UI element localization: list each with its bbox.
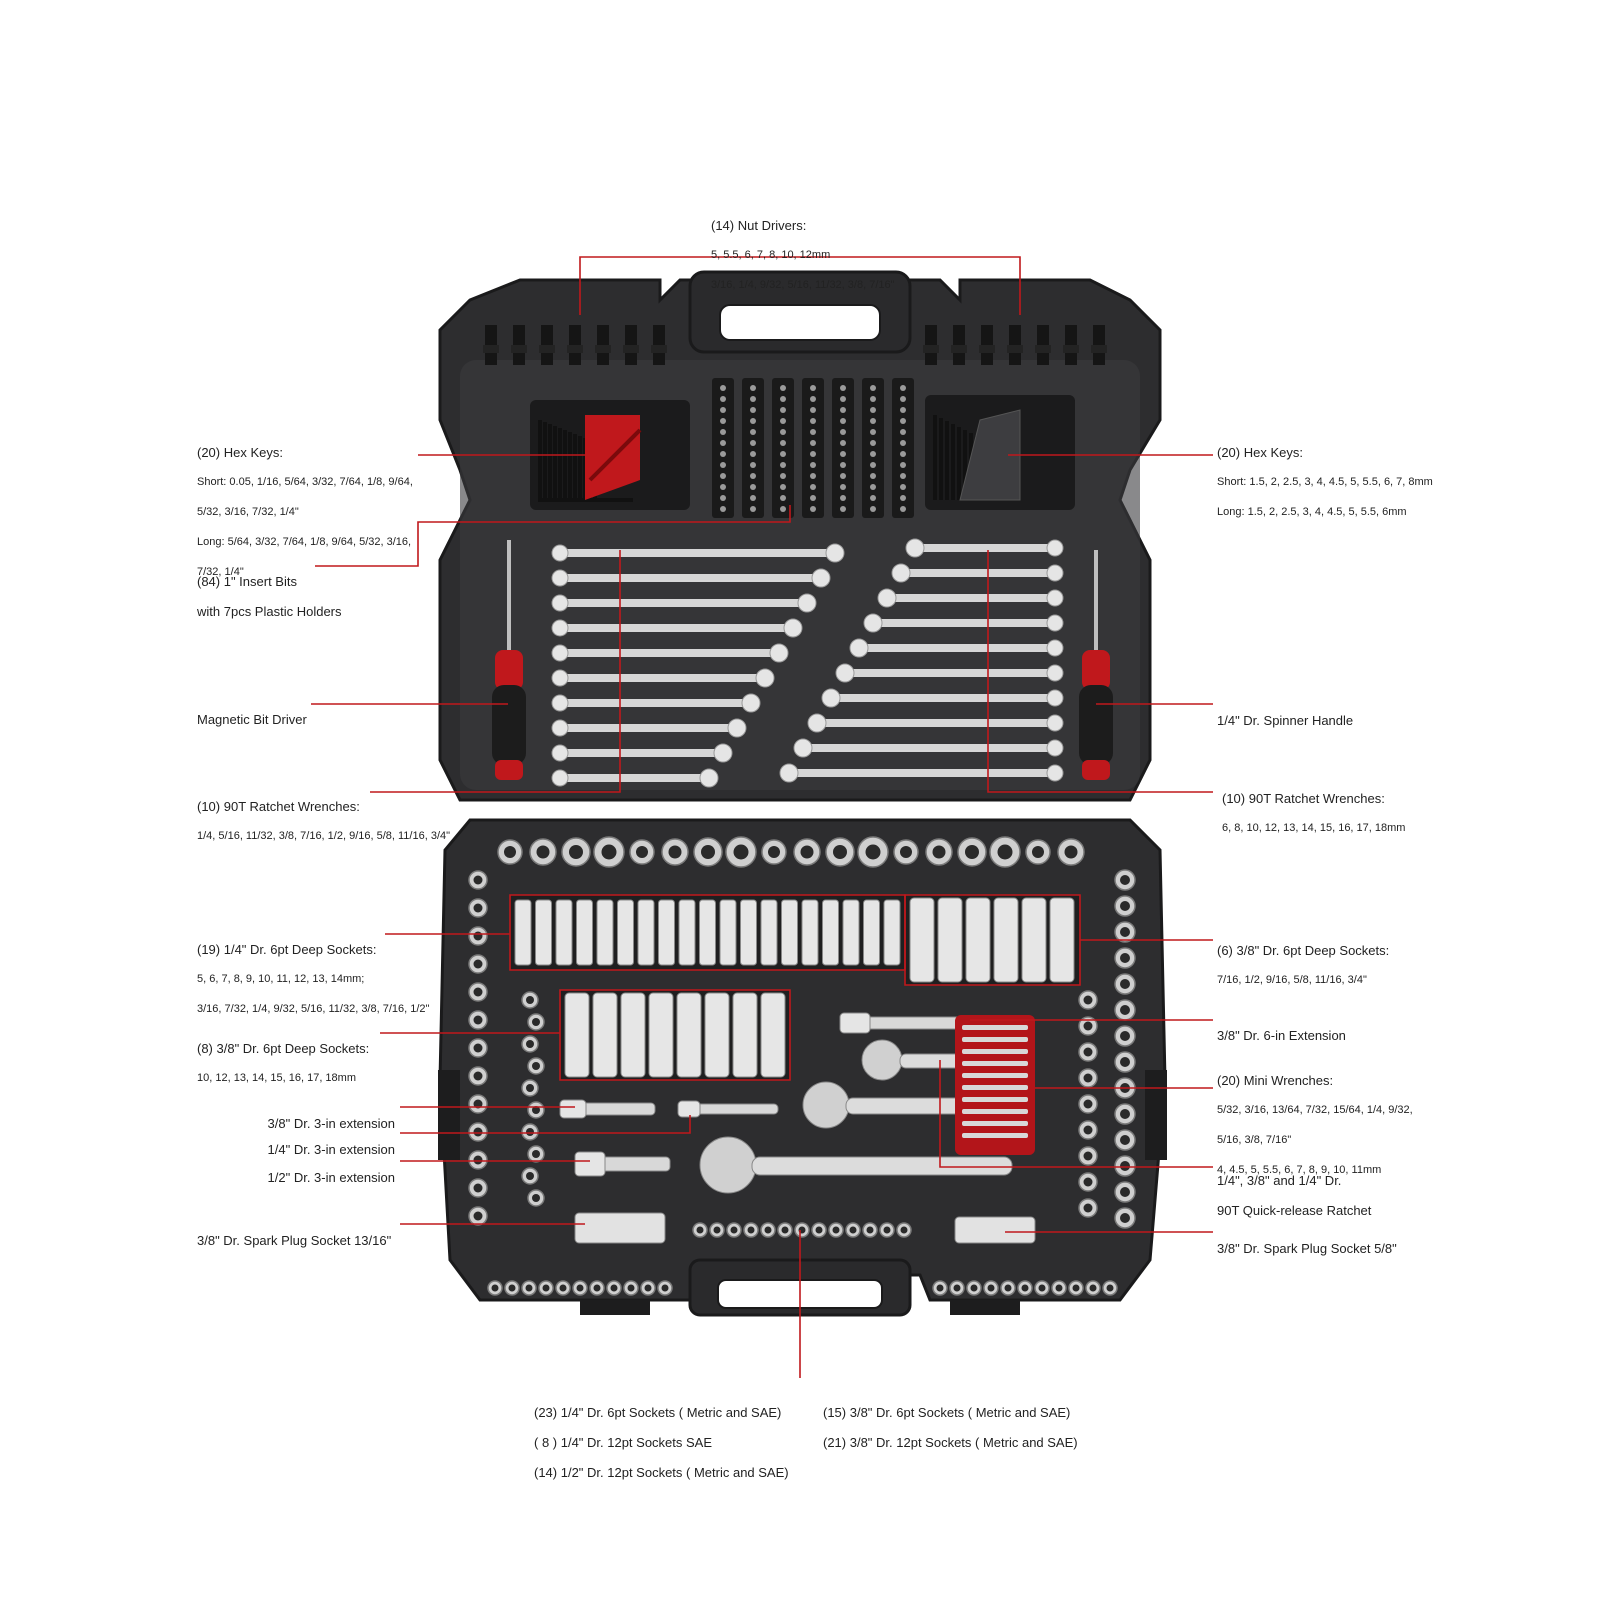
spark-plug-right-label: 3/8" Dr. Spark Plug Socket 5/8": [1217, 1241, 1397, 1256]
spark-plug-left-label: 3/8" Dr. Spark Plug Socket 13/16": [197, 1233, 392, 1248]
ratchet-wrenches-left: [551, 543, 845, 788]
deep-sockets-right-label: (6) 3/8" Dr. 6pt Deep Sockets: 7/16, 1/2…: [1217, 943, 1390, 986]
bit-driver-label: Magnetic Bit Driver: [197, 712, 307, 727]
spark-plug-sockets: [574, 1212, 1036, 1244]
perimeter-sockets: [468, 836, 1136, 1296]
magnetic-bit-driver: [492, 540, 526, 780]
bottom-sockets-right-label: (15) 3/8" Dr. 6pt Sockets ( Metric and S…: [823, 1405, 1078, 1450]
nut-drivers-label: (14) Nut Drivers: 5, 5.5, 6, 7, 8, 10, 1…: [711, 218, 895, 291]
insert-bits-label: (84) 1" Insert Bits with 7pcs Plastic Ho…: [197, 574, 342, 619]
extension-6in-label: 3/8" Dr. 6-in Extension: [1217, 1028, 1346, 1043]
extension-3in-14-label: 1/4" Dr. 3-in extension: [267, 1142, 395, 1157]
bottom-sockets-left-label: (23) 1/4" Dr. 6pt Sockets ( Metric and S…: [534, 1405, 789, 1480]
nut-drivers-left: [483, 325, 667, 365]
extension-3in-38-label: 3/8" Dr. 3-in extension: [267, 1116, 395, 1131]
nut-drivers-right: [923, 325, 1107, 365]
deep-sockets-quarter-label: (19) 1/4" Dr. 6pt Deep Sockets: 5, 6, 7,…: [197, 942, 430, 1015]
deep-sockets-three-eighths-left: [560, 990, 790, 1080]
hex-keys-left: [530, 400, 690, 510]
ratchet-wrenches-right-label: (10) 90T Ratchet Wrenches: 6, 8, 10, 12,…: [1222, 791, 1406, 834]
hex-keys-right: [925, 395, 1075, 510]
mini-wrenches-label: (20) Mini Wrenches: 5/32, 3/16, 13/64, 7…: [1217, 1073, 1413, 1176]
spinner-handle-label: 1/4" Dr. Spinner Handle: [1217, 713, 1354, 728]
deep-sockets-left-label: (8) 3/8" Dr. 6pt Deep Sockets: 10, 12, 1…: [197, 1041, 370, 1084]
hex-keys-right-label: (20) Hex Keys: Short: 1.5, 2, 2.5, 3, 4,…: [1217, 445, 1433, 518]
deep-sockets-quarter: [510, 895, 905, 970]
callout-lines: [311, 256, 1213, 1378]
mini-wrenches: [955, 1015, 1035, 1155]
deep-sockets-three-eighths-right: [905, 895, 1080, 985]
extensions: [559, 1012, 971, 1177]
spinner-handle: [1079, 550, 1113, 780]
hex-keys-left-label: (20) Hex Keys: Short: 0.05, 1/16, 5/64, …: [197, 445, 413, 578]
insert-bits-holders: [712, 378, 914, 518]
extension-3in-12-label: 1/2" Dr. 3-in extension: [267, 1170, 395, 1185]
quick-ratchet-label: 1/4", 3/8" and 1/4" Dr. 90T Quick-releas…: [1217, 1173, 1372, 1218]
ratchet-wrenches-left-label: (10) 90T Ratchet Wrenches: 1/4, 5/16, 11…: [197, 799, 451, 842]
